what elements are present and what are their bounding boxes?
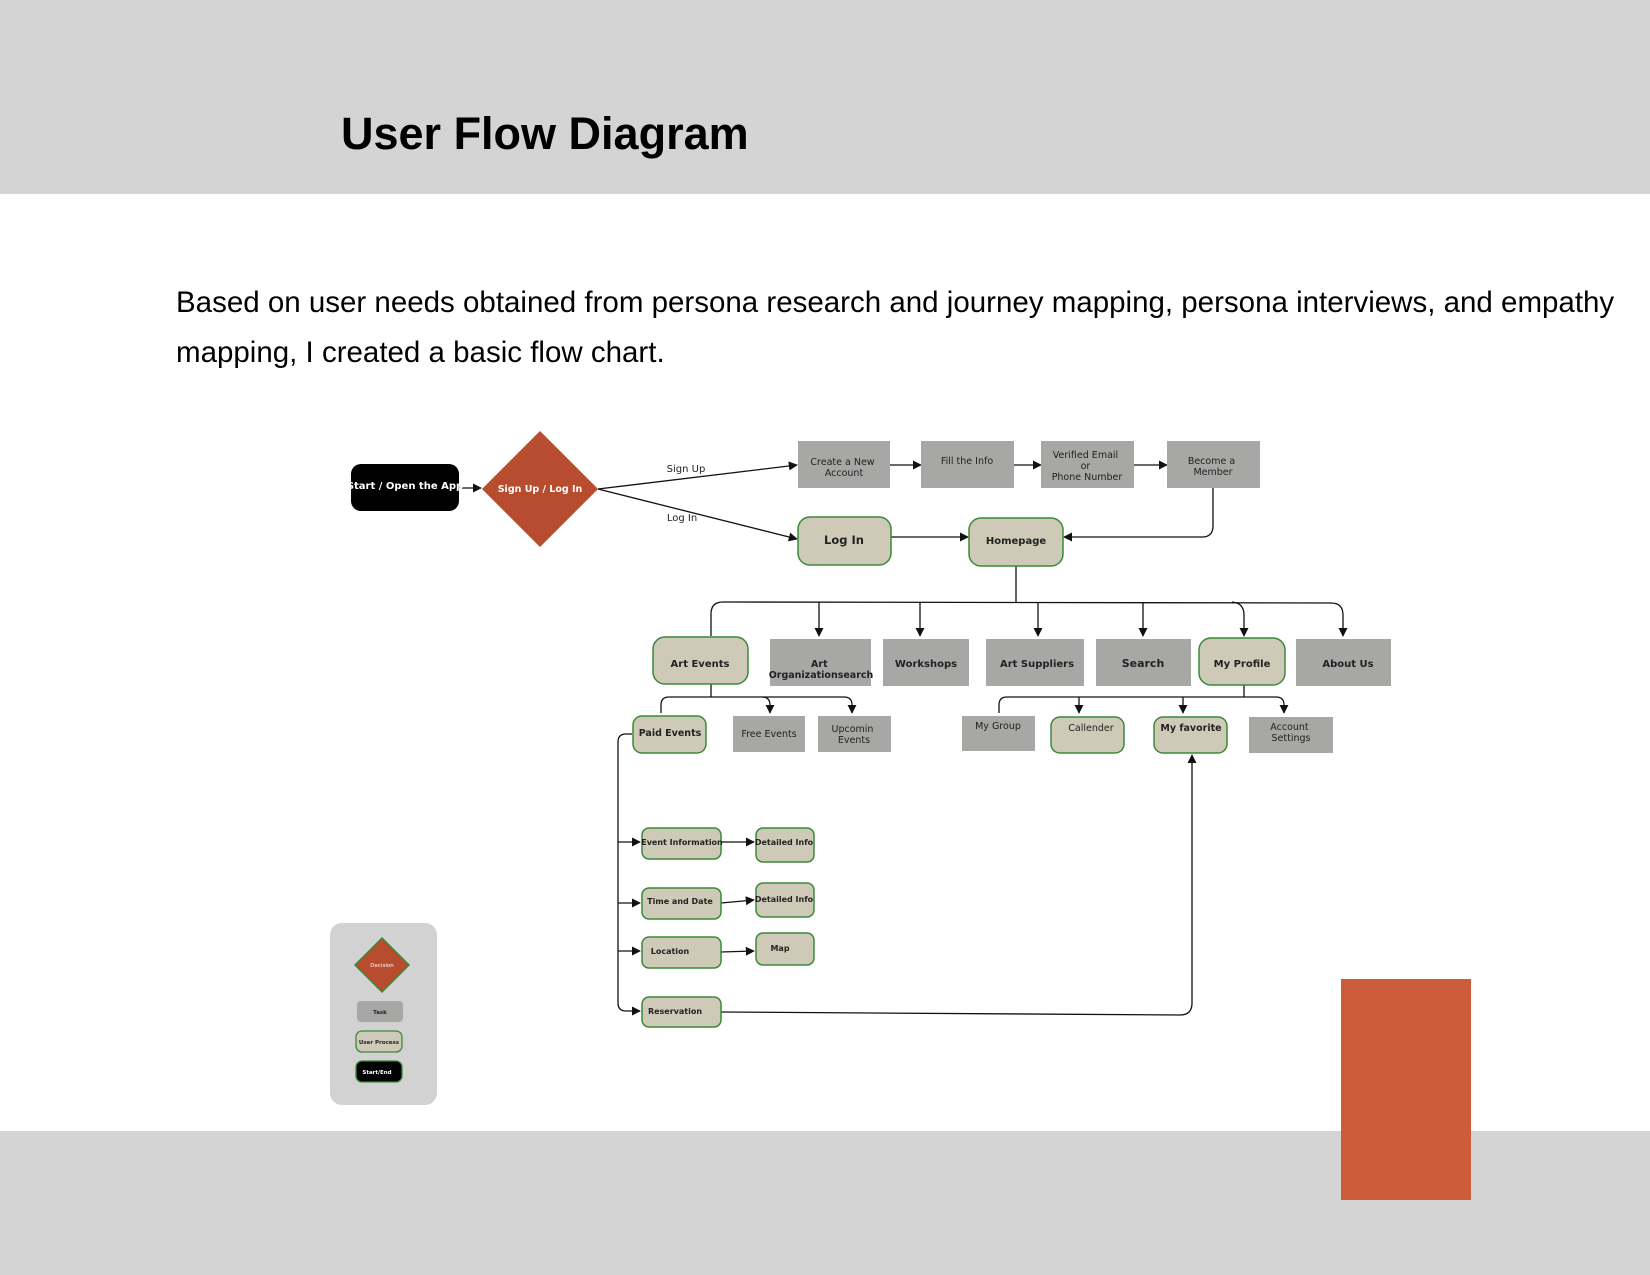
edge-login xyxy=(597,488,798,542)
task-account-settings: Account Settings xyxy=(1249,717,1333,753)
svg-text:Decision: Decision xyxy=(370,963,394,969)
svg-text:Detailed Info: Detailed Info xyxy=(755,895,814,904)
process-detailed-info-1: Detailed Info xyxy=(755,827,815,863)
svg-text:Paid Events: Paid Events xyxy=(639,728,702,739)
accent-block xyxy=(1341,979,1471,1200)
svg-text:Art Organizationsearch: Art Organizationsearch xyxy=(769,659,874,681)
svg-text:Sign Up / Log In: Sign Up / Log In xyxy=(498,484,583,495)
page-title: User Flow Diagram xyxy=(341,108,749,159)
edge-signup xyxy=(597,461,798,490)
process-art-events: Art Events xyxy=(652,636,749,685)
svg-text:My Group: My Group xyxy=(975,721,1021,732)
task-art-suppliers: Art Suppliers xyxy=(986,639,1084,686)
svg-text:Time and Date: Time and Date xyxy=(647,897,713,906)
process-paid-events: Paid Events xyxy=(632,715,707,754)
task-upcoming-events: Upcomin Events xyxy=(818,716,891,752)
edge-member-to-homepage xyxy=(1063,488,1214,542)
svg-text:Start/End: Start/End xyxy=(362,1070,391,1076)
svg-text:Fill the Info: Fill the Info xyxy=(941,456,993,467)
svg-text:Log In: Log In xyxy=(824,533,864,547)
task-my-group: My Group xyxy=(962,716,1035,751)
legend-start-end: Start/End xyxy=(355,1060,403,1083)
task-verified: Verified Email or Phone Number xyxy=(1041,441,1134,488)
svg-text:Art Suppliers: Art Suppliers xyxy=(1000,659,1074,670)
task-free-events: Free Events xyxy=(733,716,805,752)
svg-text:Homepage: Homepage xyxy=(986,536,1047,547)
legend-user-process: User Process xyxy=(355,1030,403,1053)
svg-text:Search: Search xyxy=(1122,657,1165,670)
process-reservation: Reservation xyxy=(641,996,722,1028)
svg-text:My Profile: My Profile xyxy=(1214,659,1271,670)
svg-text:My favorite: My favorite xyxy=(1160,723,1221,734)
task-art-org: Art Organizationsearch xyxy=(769,639,874,686)
edge-label-login: Log In xyxy=(667,513,697,524)
edge-label-signup: Sign Up xyxy=(667,464,706,475)
svg-text:User Process: User Process xyxy=(359,1040,400,1046)
task-become-member: Become a Member xyxy=(1167,441,1260,488)
task-workshops: Workshops xyxy=(883,639,969,686)
edge-reservation-to-favorite xyxy=(720,754,1197,1016)
svg-text:Location: Location xyxy=(651,947,690,956)
svg-text:Become a Member: Become a Member xyxy=(1188,456,1238,478)
edge-my-profile-bus xyxy=(998,696,1289,714)
edge-to-free-events xyxy=(761,696,775,714)
svg-text:Detailed Info: Detailed Info xyxy=(755,838,814,847)
process-event-information: Event Information xyxy=(641,827,723,860)
task-create-account: Create a New Account xyxy=(798,441,890,488)
svg-text:Workshops: Workshops xyxy=(895,659,957,670)
process-log-in: Log In xyxy=(797,516,892,566)
edge-paid-events-spine xyxy=(617,733,641,1016)
edge-to-my-profile xyxy=(1231,601,1249,637)
start-node: Start / Open the App xyxy=(347,464,463,511)
svg-text:Free Events: Free Events xyxy=(741,729,796,740)
svg-text:Upcomin Events: Upcomin Events xyxy=(832,724,877,746)
svg-text:About Us: About Us xyxy=(1322,659,1373,670)
process-detailed-info-2: Detailed Info xyxy=(755,882,815,918)
svg-text:Create a New Account: Create a New Account xyxy=(810,457,877,479)
decision-node: Sign Up / Log In xyxy=(482,431,598,547)
header-band xyxy=(0,0,1650,194)
svg-text:Event Information: Event Information xyxy=(641,838,723,847)
process-calendar: Callender xyxy=(1050,716,1125,754)
process-time-and-date: Time and Date xyxy=(641,887,722,920)
svg-text:Reservation: Reservation xyxy=(648,1007,702,1016)
task-fill-info: Fill the Info xyxy=(921,441,1014,488)
legend-decision: Decision xyxy=(353,936,411,994)
edge-location-to-map xyxy=(720,946,755,956)
process-location: Location xyxy=(641,936,722,969)
flow-connectors xyxy=(459,460,1348,1016)
svg-text:Callender: Callender xyxy=(1068,723,1113,734)
process-my-profile: My Profile xyxy=(1198,637,1286,686)
legend-panel: Decision Task User Process Start/End xyxy=(330,923,437,1105)
svg-text:Task: Task xyxy=(373,1010,387,1016)
edge-homepage-bus xyxy=(710,601,1348,637)
legend-task: Task xyxy=(357,1001,403,1022)
task-about-us: About Us xyxy=(1296,639,1391,686)
edge-art-events-bus xyxy=(660,696,857,714)
svg-text:Start / Open the App: Start / Open the App xyxy=(347,481,463,492)
intro-paragraph: Based on user needs obtained from person… xyxy=(176,286,1615,369)
svg-text:Account Settings: Account Settings xyxy=(1270,722,1311,744)
process-homepage: Homepage xyxy=(968,517,1064,567)
process-my-favorite: My favorite xyxy=(1153,716,1228,754)
task-search: Search xyxy=(1096,639,1191,686)
svg-text:Verified Email or: Verified Email or Phone Number xyxy=(1052,450,1123,483)
process-map: Map xyxy=(755,932,815,966)
edge-time-to-detail xyxy=(720,896,755,906)
svg-text:Map: Map xyxy=(770,944,789,953)
svg-text:Art Events: Art Events xyxy=(671,659,730,670)
